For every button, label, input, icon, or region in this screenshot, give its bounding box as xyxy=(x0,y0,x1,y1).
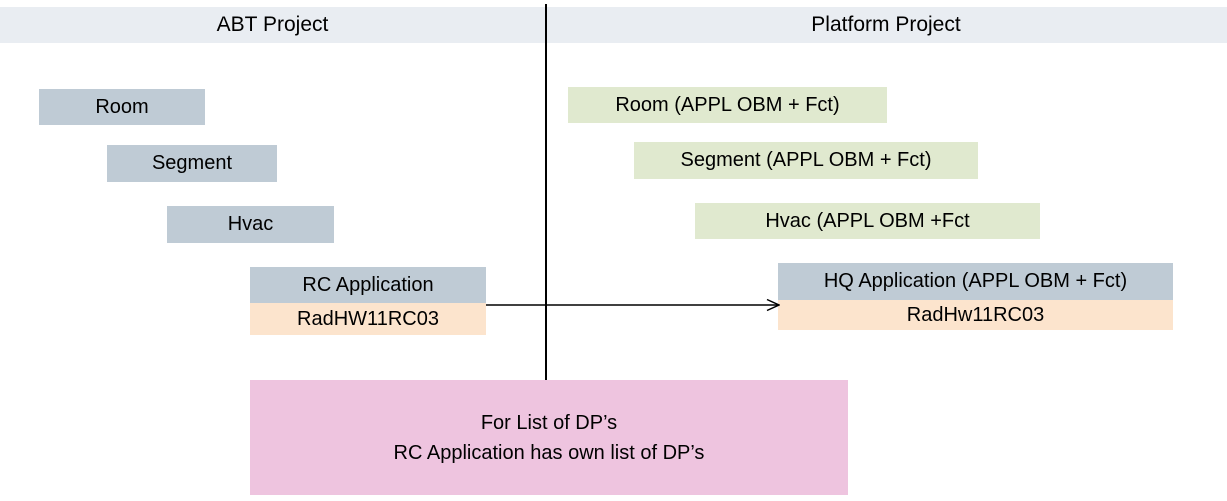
platform-radhw11rc03-box: RadHw11RC03 xyxy=(778,300,1173,330)
platform-project-title: Platform Project xyxy=(811,13,961,36)
dp-list-note-line-2: RC Application has own list of DP’s xyxy=(393,441,705,464)
abt-hvac-box: Hvac xyxy=(167,206,334,243)
platform-hvac-box: Hvac (APPL OBM +Fct xyxy=(695,203,1040,239)
abt-segment-box: Segment xyxy=(107,145,277,182)
abt-radhw11rc03-box: RadHW11RC03 xyxy=(250,303,486,335)
abt-room-box: Room xyxy=(39,89,205,125)
dp-list-note-box: For List of DP’s RC Application has own … xyxy=(250,380,848,495)
header-bar xyxy=(0,7,1227,43)
abt-project-title: ABT Project xyxy=(216,13,329,36)
platform-hq-application-box: HQ Application (APPL OBM + Fct) xyxy=(778,263,1173,300)
platform-segment-box: Segment (APPL OBM + Fct) xyxy=(634,142,978,179)
dp-list-note-line-1: For List of DP’s xyxy=(480,411,618,434)
platform-room-box: Room (APPL OBM + Fct) xyxy=(568,87,887,123)
rc-to-hq-arrow xyxy=(486,298,780,312)
abt-rc-application-box: RC Application xyxy=(250,267,486,303)
column-divider-line xyxy=(545,4,547,380)
